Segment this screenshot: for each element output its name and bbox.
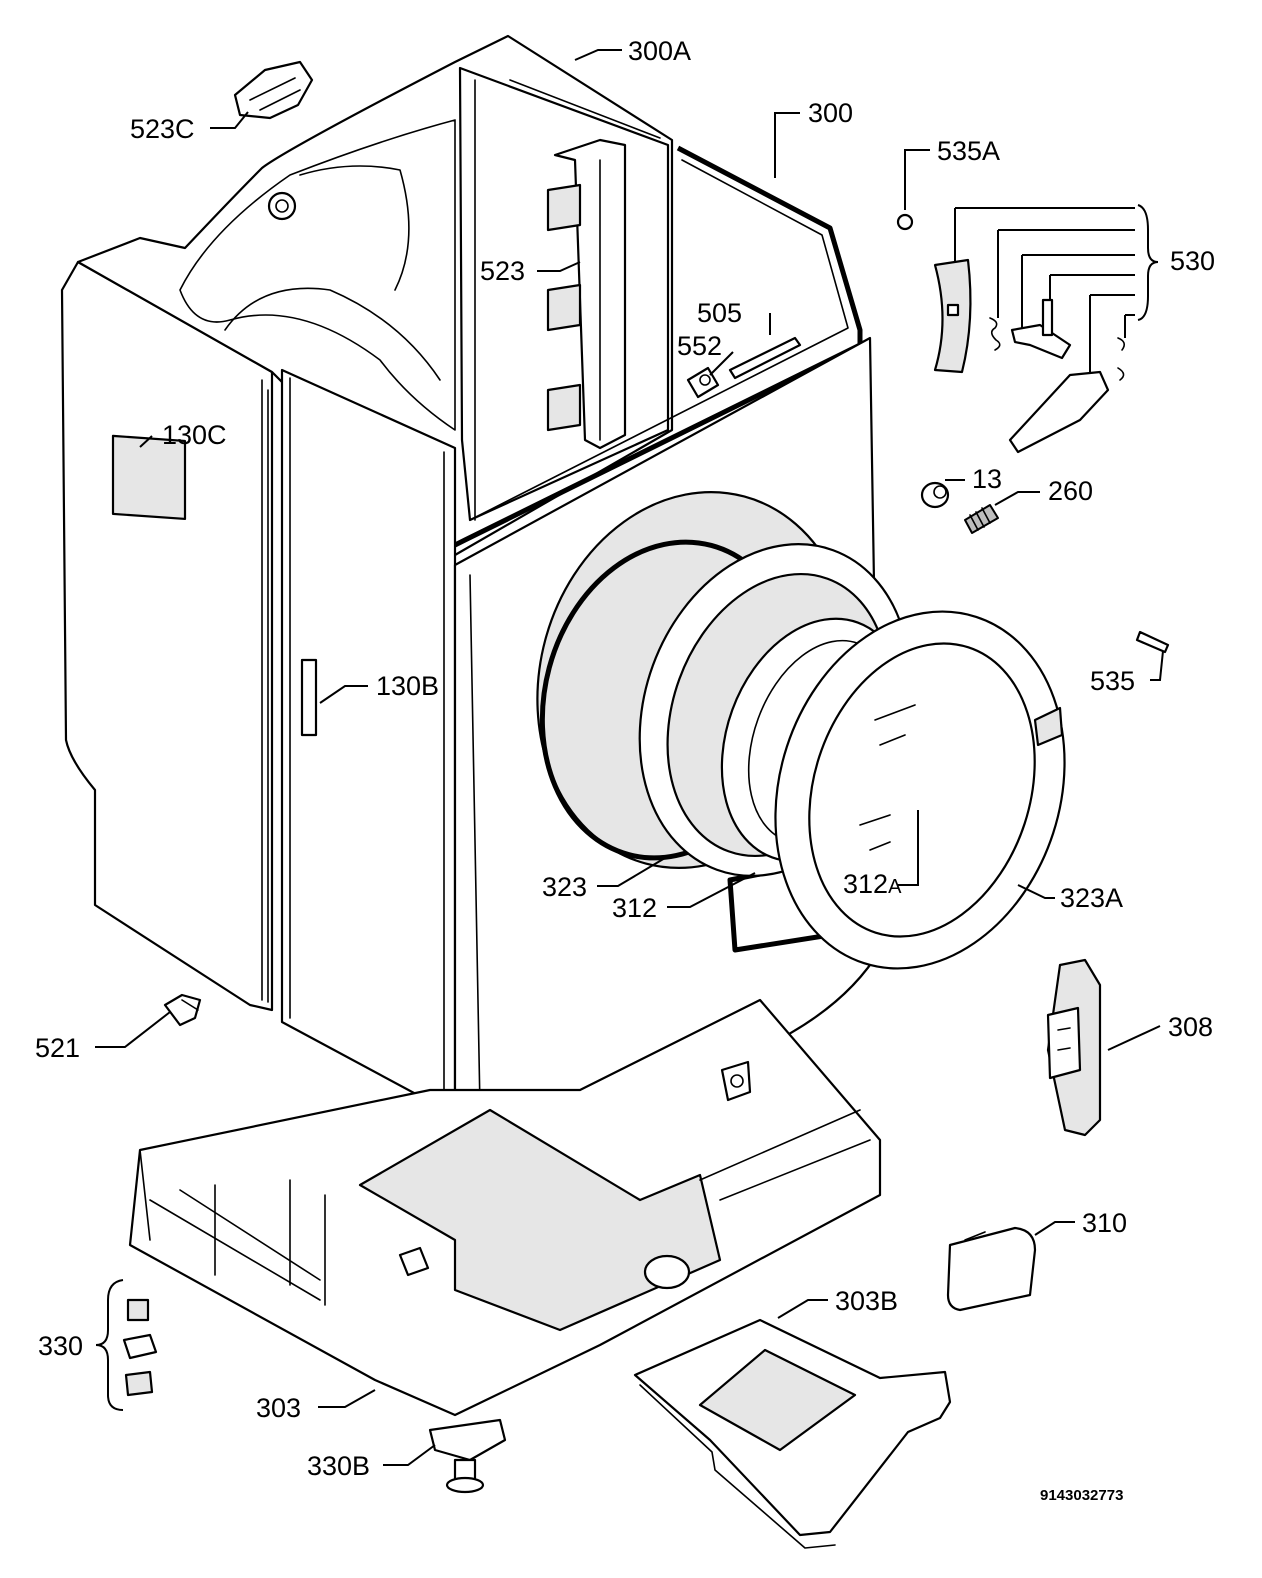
front-rim-inner	[469, 159, 849, 521]
bushing-13	[920, 481, 950, 509]
callout-310: 310	[1082, 1208, 1127, 1238]
cover-303B	[633, 1318, 952, 1549]
callout-312A-suffix: A	[888, 876, 902, 898]
spring-260	[964, 504, 999, 534]
front-side-panel-130B	[280, 368, 457, 1117]
hinge-523C	[233, 60, 314, 120]
tub-back-curve	[224, 165, 441, 381]
base-frame-303	[128, 998, 882, 1417]
inner-rear-wall-line	[474, 79, 661, 521]
side-panel-130C	[60, 260, 274, 1012]
callout-13: 13	[972, 464, 1002, 494]
pin-535	[1135, 630, 1170, 654]
leader-lines	[95, 49, 1164, 1466]
foot-330B	[428, 1418, 507, 1494]
callout-312A-number: 312	[843, 869, 888, 899]
callout-505: 505	[697, 298, 742, 328]
front-side-panel-130B-edge	[289, 377, 445, 1111]
panel-slot-130B	[300, 658, 318, 737]
brace-530	[1137, 204, 1159, 321]
pin-535A	[896, 213, 914, 231]
flap-310	[946, 1226, 1037, 1312]
callout-312A: 312A	[843, 869, 902, 899]
side-panel-130C-edge	[261, 379, 269, 1003]
document-number: 9143032773	[1040, 1487, 1123, 1504]
lever-530	[1010, 323, 1072, 360]
top-frame-tub-opening	[179, 119, 456, 431]
callout-303: 303	[256, 1393, 301, 1423]
callout-330B: 330B	[307, 1451, 370, 1481]
door-handle-notch	[1033, 706, 1064, 747]
callout-530: 530	[1170, 246, 1215, 276]
door-ring-323A-inner	[808, 642, 1036, 938]
callout-300: 300	[808, 98, 853, 128]
callout-330: 330	[38, 1331, 83, 1361]
door-assembly	[638, 543, 1066, 970]
spring-clip	[989, 317, 1001, 351]
callout-535A: 535A	[937, 136, 1000, 166]
hose-port	[267, 191, 297, 221]
callout-535: 535	[1090, 666, 1135, 696]
kit-530-leaders	[954, 207, 1135, 372]
hinge-rod-505	[728, 336, 802, 380]
harness-523	[546, 138, 627, 450]
feet-330	[122, 1298, 158, 1397]
callout-303B: 303B	[835, 1286, 898, 1316]
callout-312: 312	[612, 893, 657, 923]
door-glass-highlights	[859, 704, 916, 851]
door-lock-308	[1046, 958, 1102, 1137]
callout-308: 308	[1168, 1012, 1213, 1042]
handle-kit-530	[896, 204, 1159, 454]
callout-323A: 323A	[1060, 883, 1123, 913]
front-face-edge	[469, 574, 481, 1109]
hose-port-inner	[275, 199, 289, 213]
callout-labels: 300A 300 523C 535A 530 523 505 552 130C …	[35, 36, 1215, 1504]
callout-521: 521	[35, 1033, 80, 1063]
screw-521	[163, 993, 202, 1027]
front-rim-300	[453, 145, 863, 548]
callout-523C: 523C	[130, 114, 195, 144]
callout-523: 523	[480, 256, 525, 286]
callout-323: 323	[542, 872, 587, 902]
handle-530	[1008, 370, 1110, 454]
callout-260: 260	[1048, 476, 1093, 506]
callout-130B: 130B	[376, 671, 439, 701]
callout-300A: 300A	[628, 36, 691, 66]
pin-530	[1041, 298, 1054, 337]
callout-130C: 130C	[162, 420, 227, 450]
callout-552: 552	[677, 331, 722, 361]
